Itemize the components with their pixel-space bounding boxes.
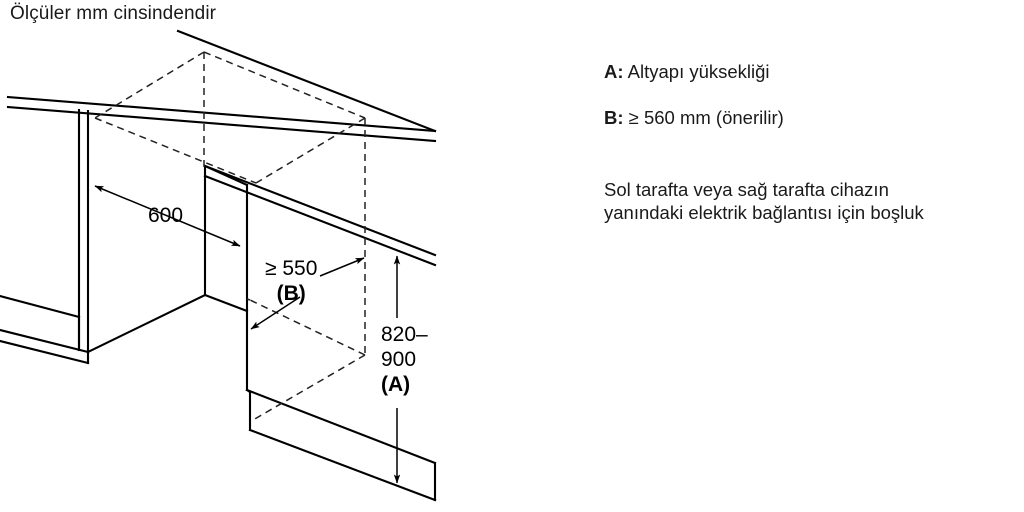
page-title: Ölçüler mm cinsindendir: [10, 3, 217, 24]
dimension-label-width: 600: [148, 204, 184, 227]
dimension-height-line1: 820–: [381, 323, 428, 346]
dimension-depth-key: (B): [276, 282, 306, 305]
legend-key-b: B:: [604, 107, 624, 128]
niche-cabinet-outline: [0, 108, 437, 502]
legend-text-a: Altyapı yüksekliği: [623, 61, 770, 82]
legend-item-b: B: ≥ 560 mm (önerilir): [604, 106, 784, 129]
dimension-depth-value: ≥ 550: [265, 257, 318, 280]
dimension-height-line2: 900: [381, 348, 417, 371]
legend-item-a: A: Altyapı yüksekliği: [604, 60, 770, 83]
dimension-height-key: (A): [381, 373, 411, 396]
dimension-label-depth: ≥ 550 (B): [265, 256, 317, 306]
legend-key-a: A:: [604, 61, 624, 82]
legend-text-b: ≥ 560 mm (önerilir): [623, 107, 784, 128]
dimension-line-600: [94, 185, 241, 247]
lower-worktop-edge: [203, 164, 437, 267]
worktop-slab: [6, 29, 437, 143]
niche-dashed-volume: [94, 51, 366, 421]
dimension-label-height: 820– 900 (A): [381, 322, 428, 397]
legend-note: Sol tarafta veya sağ tarafta cihazın yan…: [604, 179, 924, 223]
dimension-line-550: [250, 257, 365, 330]
